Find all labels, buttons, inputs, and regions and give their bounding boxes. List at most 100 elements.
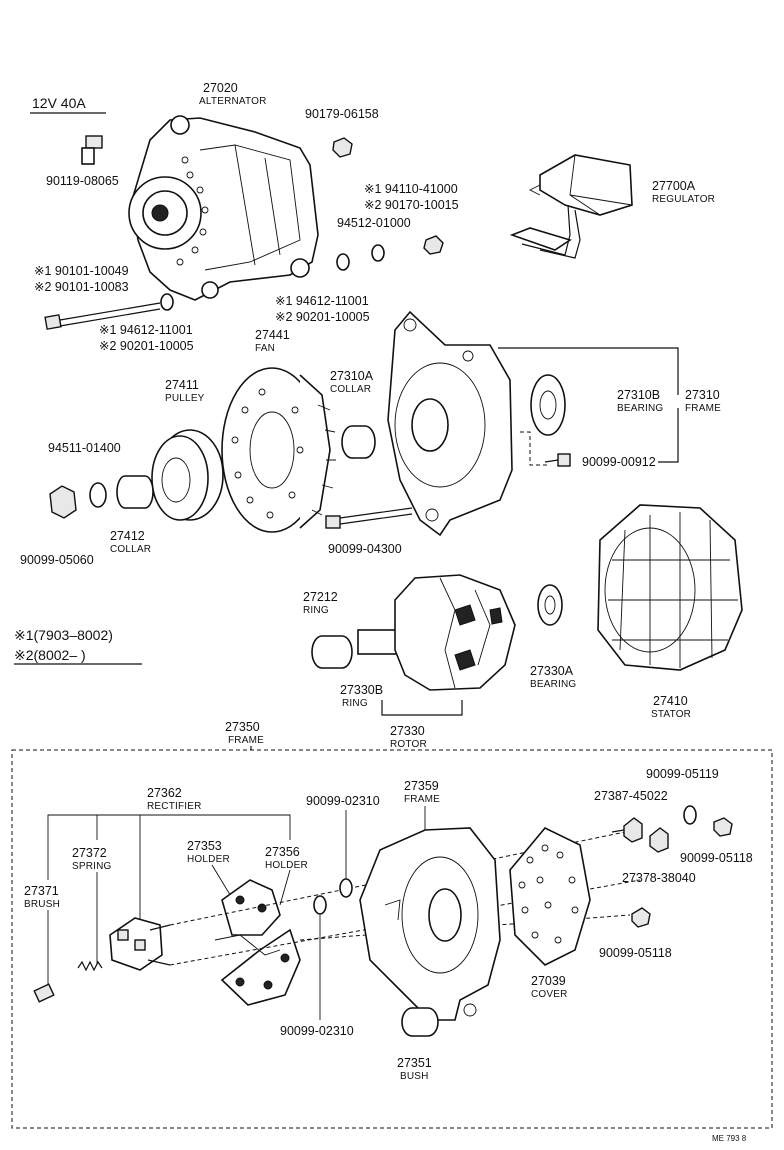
part-27330-number: 27330 xyxy=(390,724,425,738)
drive-end-frame-drawing xyxy=(387,310,513,537)
regulator-drawing xyxy=(509,154,633,259)
fan-drawing xyxy=(221,367,336,533)
part-27412-name: COLLAR xyxy=(110,544,151,555)
part-27330B-number: 27330B xyxy=(340,683,383,697)
part-27372-name: SPRING xyxy=(72,861,112,872)
washer-94512-01000 xyxy=(371,244,385,262)
part-27362-number: 27362 xyxy=(147,786,182,800)
part-90099-05060-number: 90099-05060 xyxy=(20,553,94,567)
part-90101-10083-number: ※2 90101-10083 xyxy=(34,280,129,294)
pulley-drawing xyxy=(151,429,224,521)
part-27412-number: 27412 xyxy=(110,529,145,543)
part-94512-01000-number: 94512-01000 xyxy=(337,216,411,230)
part-27441-name: FAN xyxy=(255,343,275,354)
screw-90099-00912 xyxy=(544,453,571,467)
bolt-90099-04300 xyxy=(325,507,413,529)
bush-27351 xyxy=(401,1007,439,1037)
part-27359-name: FRAME xyxy=(404,794,440,805)
rear-frame-drawing xyxy=(359,827,501,1021)
part-27039-number: 27039 xyxy=(531,974,566,988)
part-90099-00912-number: 90099-00912 xyxy=(582,455,656,469)
part-27350-name: FRAME xyxy=(228,735,264,746)
nut-90099-05060 xyxy=(49,485,77,519)
frame-bracket-top xyxy=(498,347,679,395)
part-27330B-name: RING xyxy=(342,698,368,709)
through-bolt-90101 xyxy=(44,293,174,330)
part-90099-02310-number-a: 90099-02310 xyxy=(306,794,380,808)
holder-27356-leader xyxy=(279,869,291,906)
part-27330-name: ROTOR xyxy=(390,739,427,750)
part-27371-number: 27371 xyxy=(24,884,59,898)
bearing-27310B xyxy=(530,374,566,436)
part-27020-number: 27020 xyxy=(203,81,238,95)
washer-90099-02310-a xyxy=(339,878,353,898)
part-27330A-number: 27330A xyxy=(530,664,574,678)
part-27039-name: COVER xyxy=(531,989,568,1000)
part-90101-10049-number: ※1 90101-10049 xyxy=(34,264,129,278)
part-27359-number: 27359 xyxy=(404,779,439,793)
nut-94110-41000 xyxy=(423,235,444,255)
part-27353-name: HOLDER xyxy=(187,854,230,865)
alternator-assembly-drawing xyxy=(128,115,319,301)
washer-90099-05119 xyxy=(683,805,697,825)
part-27371-name: BRUSH xyxy=(24,899,60,910)
part-27356-number: 27356 xyxy=(265,845,300,859)
part-27378-38040-number: 27378-38040 xyxy=(622,871,696,885)
part-27310A-name: COLLAR xyxy=(330,384,371,395)
bearing-27330A xyxy=(537,584,563,626)
part-90201-10005-number-b: ※2 90201-10005 xyxy=(275,310,370,324)
part-27410-number: 27410 xyxy=(653,694,688,708)
part-27700A-number: 27700A xyxy=(652,179,696,193)
legend-note-2: ※2(8002– ) xyxy=(14,647,86,663)
rectifier-drawing xyxy=(214,879,301,1006)
screw-leader xyxy=(520,431,548,466)
part-27411-number: 27411 xyxy=(165,378,199,392)
footer-code: ME 793 8 xyxy=(712,1134,747,1143)
part-94612-11001-number-b: ※1 94612-11001 xyxy=(275,294,369,308)
frame-bracket-bottom xyxy=(658,408,679,463)
part-27330A-name: BEARING xyxy=(530,679,576,690)
part-27310-number: 27310 xyxy=(685,388,720,402)
nut-90099-05118-b xyxy=(631,907,651,928)
rotor-drawing xyxy=(357,574,516,691)
bearing-27310B-inner xyxy=(539,390,557,420)
spring-27372 xyxy=(77,960,103,972)
ring-27212 xyxy=(311,635,353,669)
rectifier-bracket xyxy=(47,814,291,840)
nut-90099-05118-a xyxy=(713,817,733,837)
nut-90179-06158 xyxy=(332,137,353,158)
part-27441-number: 27441 xyxy=(255,328,290,342)
part-27310A-number: 27310A xyxy=(330,369,374,383)
terminal-27378-38040 xyxy=(649,827,669,853)
part-90170-10015-number: ※2 90170-10015 xyxy=(364,198,459,212)
washer-90099-02310-b xyxy=(313,895,327,915)
part-27351-name: BUSH xyxy=(400,1071,429,1082)
brush-27371 xyxy=(33,983,55,1003)
part-27351-number: 27351 xyxy=(397,1056,432,1070)
part-27310B-name: BEARING xyxy=(617,403,663,414)
part-27310B-number: 27310B xyxy=(617,388,660,402)
part-27353-number: 27353 xyxy=(187,839,222,853)
spec-label: 12V 40A xyxy=(32,95,86,111)
washer-94511-01400 xyxy=(89,482,107,508)
stator-drawing xyxy=(597,504,743,671)
part-27212-number: 27212 xyxy=(303,590,338,604)
part-27362-name: RECTIFIER xyxy=(147,801,202,812)
washer-94612 xyxy=(336,253,350,271)
cover-drawing xyxy=(509,827,591,966)
rotor-bracket xyxy=(381,700,463,716)
part-27310-name: FRAME xyxy=(685,403,721,414)
part-27020-name: ALTERNATOR xyxy=(199,96,267,107)
bolt-90119-08065 xyxy=(81,135,103,165)
part-94511-01400-number: 94511-01400 xyxy=(48,441,121,455)
part-90179-06158-number: 90179-06158 xyxy=(305,107,379,121)
part-27411-name: PULLEY xyxy=(165,393,205,404)
part-90099-05118-number-a: 90099-05118 xyxy=(680,851,753,865)
part-27700A-name: REGULATOR xyxy=(652,194,715,205)
part-27212-name: RING xyxy=(303,605,329,616)
part-27410-name: STATOR xyxy=(651,709,691,720)
terminal-27387-45022 xyxy=(611,817,643,843)
part-90099-02310-number-b: 90099-02310 xyxy=(280,1024,354,1038)
part-27372-number: 27372 xyxy=(72,846,107,860)
